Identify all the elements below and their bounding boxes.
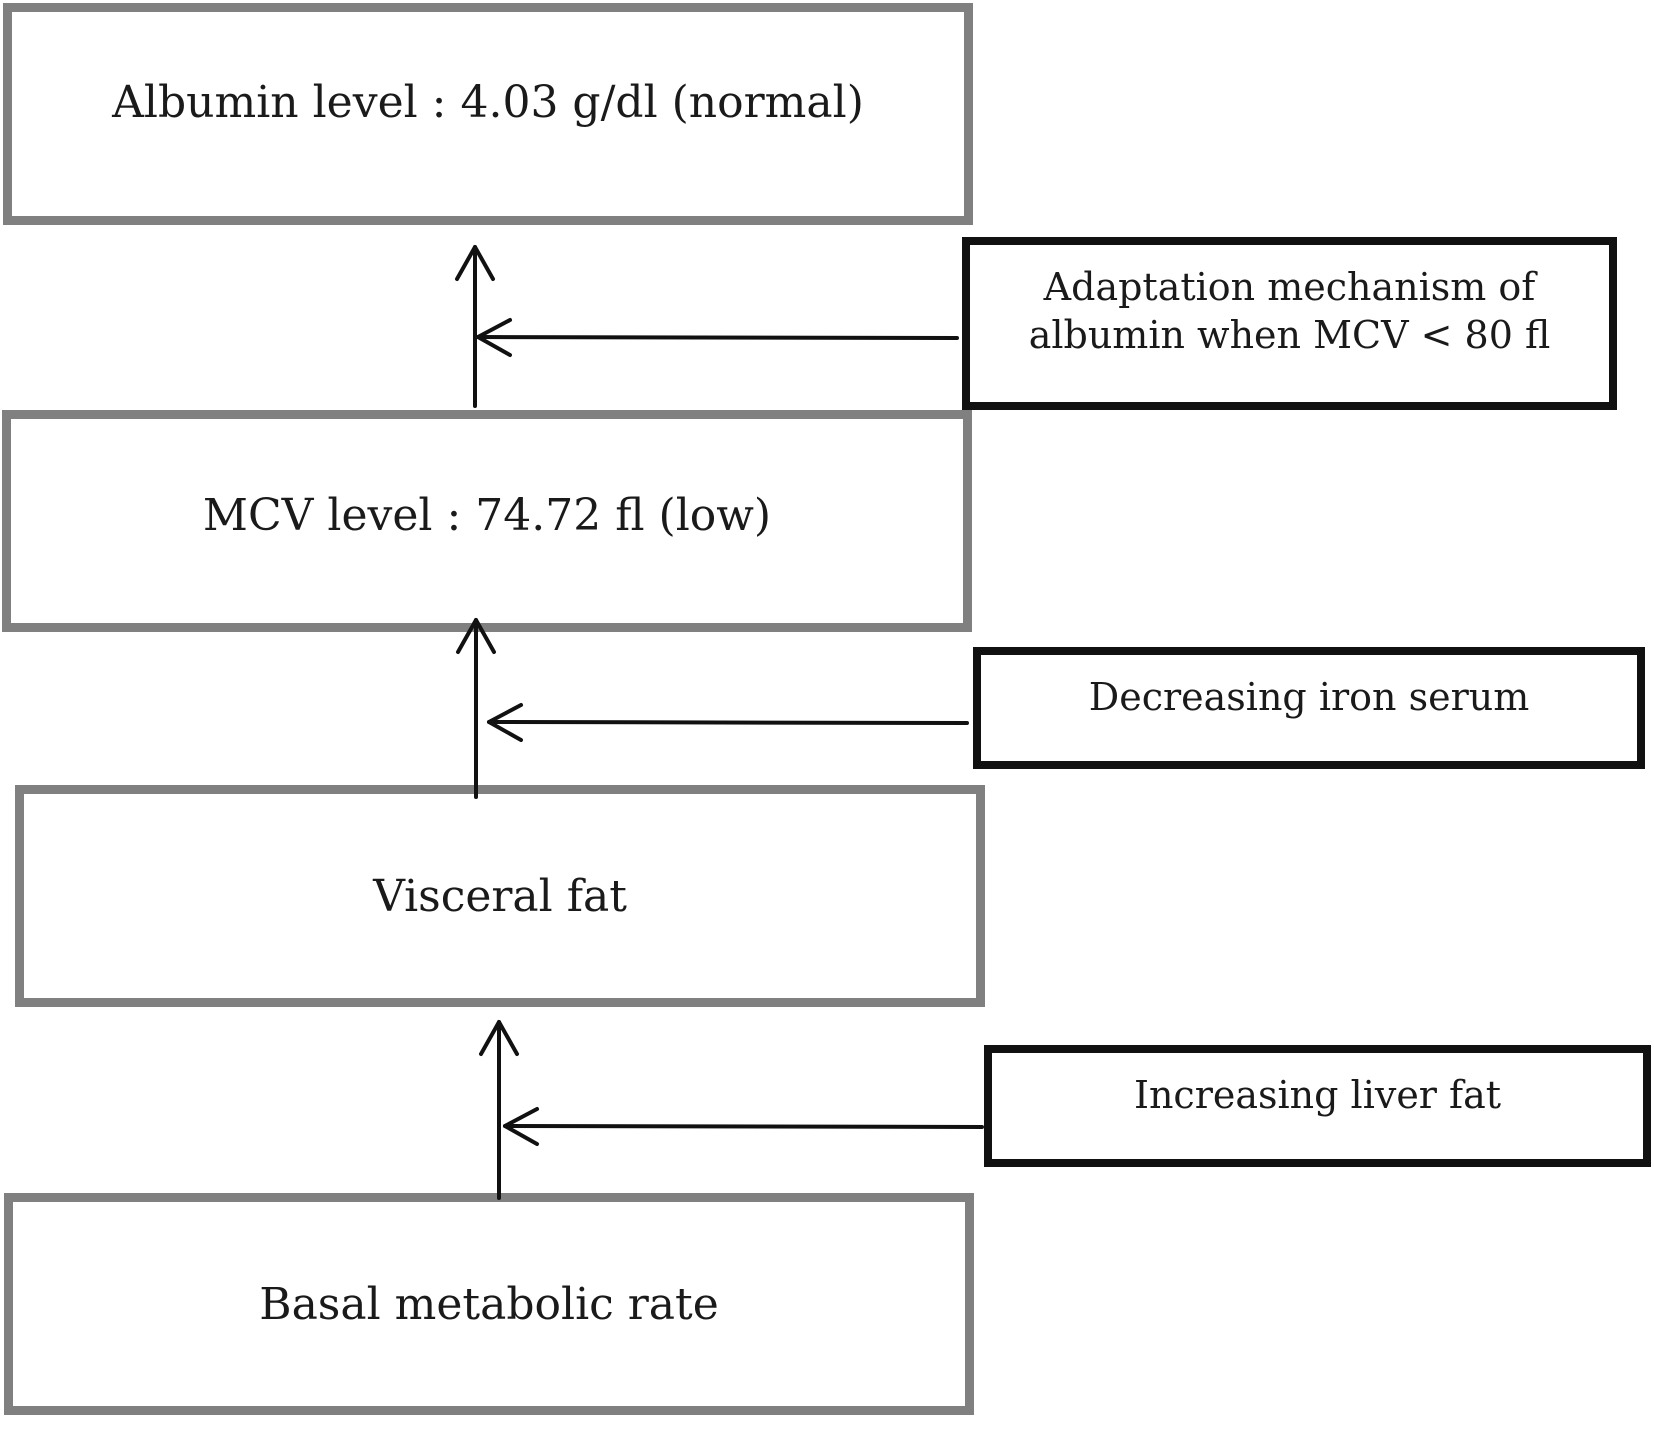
arrow-adaptation-to-albumin [476,318,959,357]
arrow-mcv-to-albumin [455,245,495,408]
mcv-level-box: MCV level : 74.72 fl (low) [2,410,972,632]
arrow-liver-to-visceral [503,1107,984,1146]
albumin-level-box: Albumin level : 4.03 g/dl (normal) [3,3,973,225]
basal-metabolic-rate-box: Basal metabolic rate [4,1193,974,1415]
decreasing-iron-serum-label: Decreasing iron serum [1088,675,1530,720]
decreasing-iron-serum-box: Decreasing iron serum [973,647,1645,769]
basal-metabolic-rate-label: Basal metabolic rate [259,1278,719,1330]
mcv-level-label: MCV level : 74.72 fl (low) [202,489,772,541]
arrow-iron-to-mcv [487,703,969,742]
arrow-bmr-to-visceral [479,1020,519,1200]
visceral-fat-box: Visceral fat [15,785,985,1007]
albumin-adaptation-box: Adaptation mechanism of albumin when MCV… [962,237,1617,410]
increasing-liver-fat-box: Increasing liver fat [984,1045,1651,1167]
arrow-visceral-to-mcv [456,618,496,799]
albumin-level-label: Albumin level : 4.03 g/dl (normal) [112,76,864,128]
increasing-liver-fat-label: Increasing liver fat [1133,1073,1502,1118]
visceral-fat-label: Visceral fat [373,870,627,922]
albumin-adaptation-label: Adaptation mechanism of albumin when MCV… [1028,265,1551,357]
